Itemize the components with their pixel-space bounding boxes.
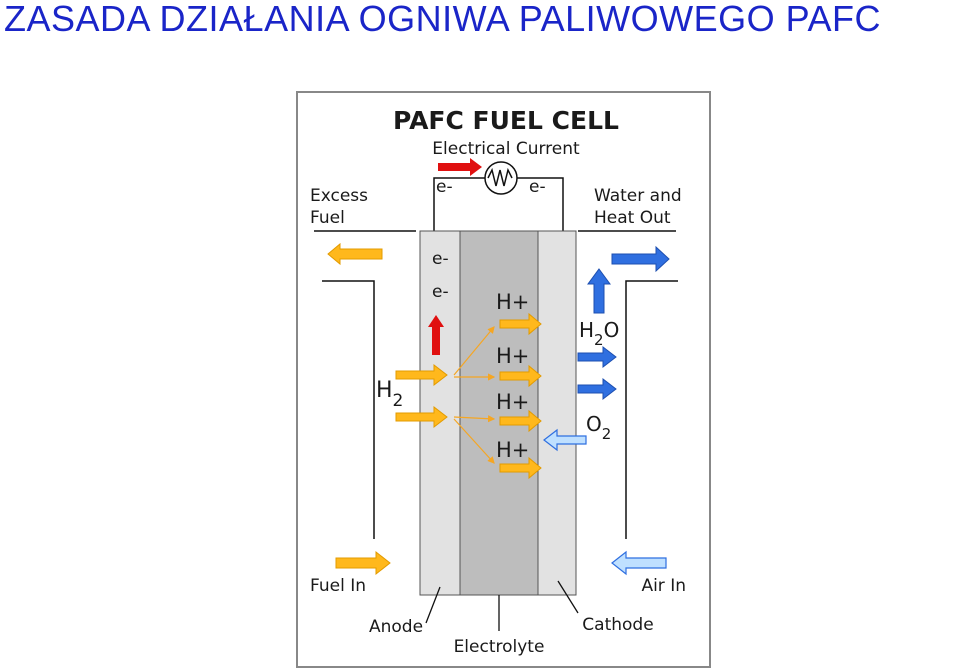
air-in-arrow: [611, 550, 667, 576]
anode-leader-line: [425, 586, 441, 624]
anode-label: Anode: [369, 617, 423, 637]
water-arrow-upper: [577, 345, 617, 369]
water-out-arrow: [611, 245, 670, 273]
h2-label: H2: [376, 378, 403, 411]
cathode-layer: [537, 230, 577, 596]
proton-label-1: H+: [496, 290, 529, 314]
proton-path-1: [453, 326, 495, 376]
proton-path-4: [453, 418, 495, 464]
electrical-current-label: Electrical Current: [432, 139, 580, 159]
cathode-leader-line: [557, 580, 579, 614]
air-in-label: Air In: [641, 576, 686, 596]
electron-up-arrow: [428, 315, 444, 355]
pafc-diagram: PAFC FUEL CELL Electrical Current e- e- …: [296, 91, 711, 668]
fuel-in-label: Fuel In: [310, 576, 366, 596]
excess-fuel-label-line1: Excess: [310, 186, 368, 206]
anode-electron-label-2: e-: [432, 282, 449, 302]
proton-label-3: H+: [496, 390, 529, 414]
excess-fuel-label-line2: Fuel: [310, 208, 345, 228]
proton-arrow-3: [499, 409, 542, 433]
proton-arrow-4: [499, 456, 542, 480]
water-heat-label-line1: Water and: [594, 186, 682, 206]
fuel-in-arrow: [335, 550, 391, 576]
electrolyte-label: Electrolyte: [454, 637, 545, 657]
h2-input-arrow-upper: [395, 363, 448, 387]
electron-label-left: e-: [436, 177, 453, 197]
anode-electron-label-1: e-: [432, 249, 449, 269]
water-heat-label-line2: Heat Out: [594, 208, 671, 228]
water-up-arrow: [587, 268, 611, 314]
water-arrow-lower: [577, 377, 617, 401]
h2-input-arrow-lower: [395, 405, 448, 429]
proton-label-4: H+: [496, 438, 529, 462]
fuel-channel-wall: [322, 280, 375, 539]
load-resistor-icon: [484, 161, 518, 195]
proton-label-2: H+: [496, 344, 529, 368]
electron-label-right: e-: [529, 177, 546, 197]
o2-label: O2: [586, 412, 611, 443]
oxygen-input-arrow: [543, 428, 587, 452]
proton-arrow-1: [499, 312, 542, 336]
air-channel-wall: [625, 280, 678, 539]
proton-path-3: [453, 415, 496, 423]
current-direction-arrow: [438, 158, 482, 176]
slide-title: ZASADA DZIAŁANIA OGNIWA PALIWOWEGO PAFC: [4, 0, 881, 39]
diagram-title: PAFC FUEL CELL: [393, 106, 619, 135]
cathode-label: Cathode: [582, 615, 653, 635]
h2o-label: H2O: [579, 318, 619, 349]
electrolyte-layer: [459, 230, 539, 596]
excess-fuel-arrow: [327, 242, 383, 266]
resistor-zigzag-icon: [487, 167, 513, 187]
proton-arrow-2: [499, 364, 542, 388]
